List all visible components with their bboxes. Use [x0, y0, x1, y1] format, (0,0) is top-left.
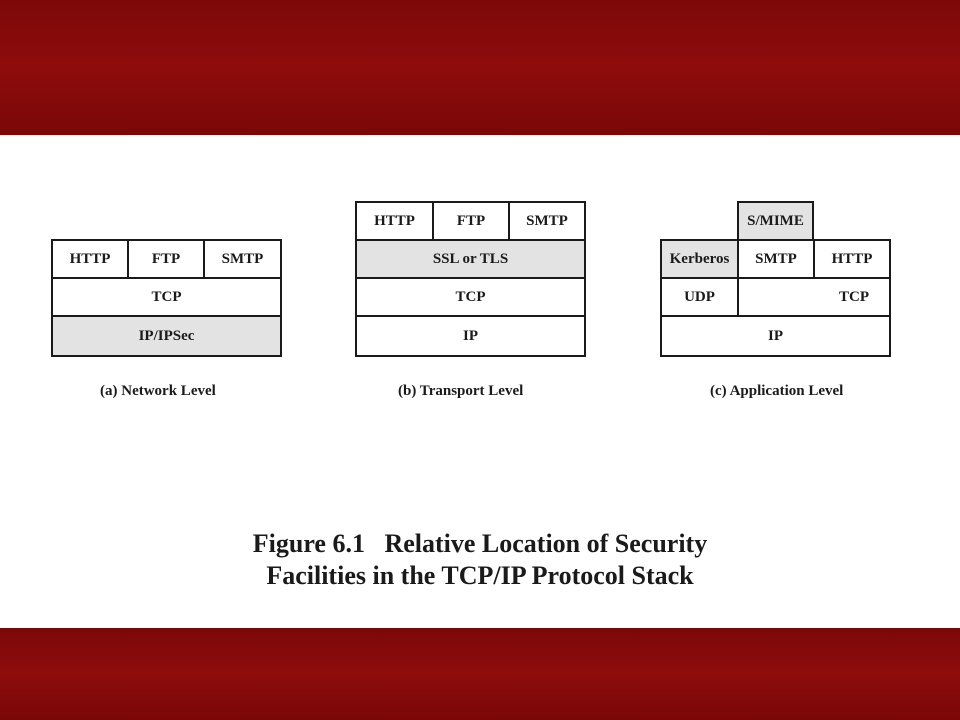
application-udp-cell: UDP: [660, 277, 739, 317]
slide-content: HTTP FTP SMTP TCP IP/IPSec (a) Network L…: [0, 135, 960, 628]
top-red-band: [0, 0, 960, 135]
transport-smtp-cell: SMTP: [508, 201, 586, 241]
application-kerberos-cell: Kerberos: [660, 239, 739, 279]
application-ip-cell: IP: [660, 315, 891, 357]
transport-tcp-cell: TCP: [355, 277, 586, 317]
transport-http-cell: HTTP: [355, 201, 434, 241]
figure-title-line-2: Facilities in the TCP/IP Protocol Stack: [266, 561, 694, 590]
network-http-cell: HTTP: [51, 239, 129, 279]
application-http-cell: HTTP: [813, 239, 891, 279]
application-smtp-cell: SMTP: [737, 239, 815, 279]
transport-ip-cell: IP: [355, 315, 586, 357]
network-ftp-cell: FTP: [127, 239, 205, 279]
network-tcp-cell: TCP: [51, 277, 282, 317]
application-smime-cell: S/MIME: [737, 201, 814, 241]
protocol-stack-diagram: HTTP FTP SMTP TCP IP/IPSec (a) Network L…: [0, 135, 960, 628]
application-tcp-cell: TCP: [737, 277, 891, 317]
figure-title-line-1: Figure 6.1 Relative Location of Security: [252, 529, 708, 558]
network-smtp-cell: SMTP: [203, 239, 282, 279]
network-ipsec-cell: IP/IPSec: [51, 315, 282, 357]
application-level-caption: (c) Application Level: [710, 383, 844, 399]
transport-ssl-tls-cell: SSL or TLS: [355, 239, 586, 279]
transport-ftp-cell: FTP: [432, 201, 510, 241]
transport-level-caption: (b) Transport Level: [398, 383, 524, 399]
network-level-caption: (a) Network Level: [100, 383, 216, 399]
figure-title: Figure 6.1 Relative Location of Security…: [160, 528, 800, 592]
bottom-red-band: [0, 628, 960, 720]
